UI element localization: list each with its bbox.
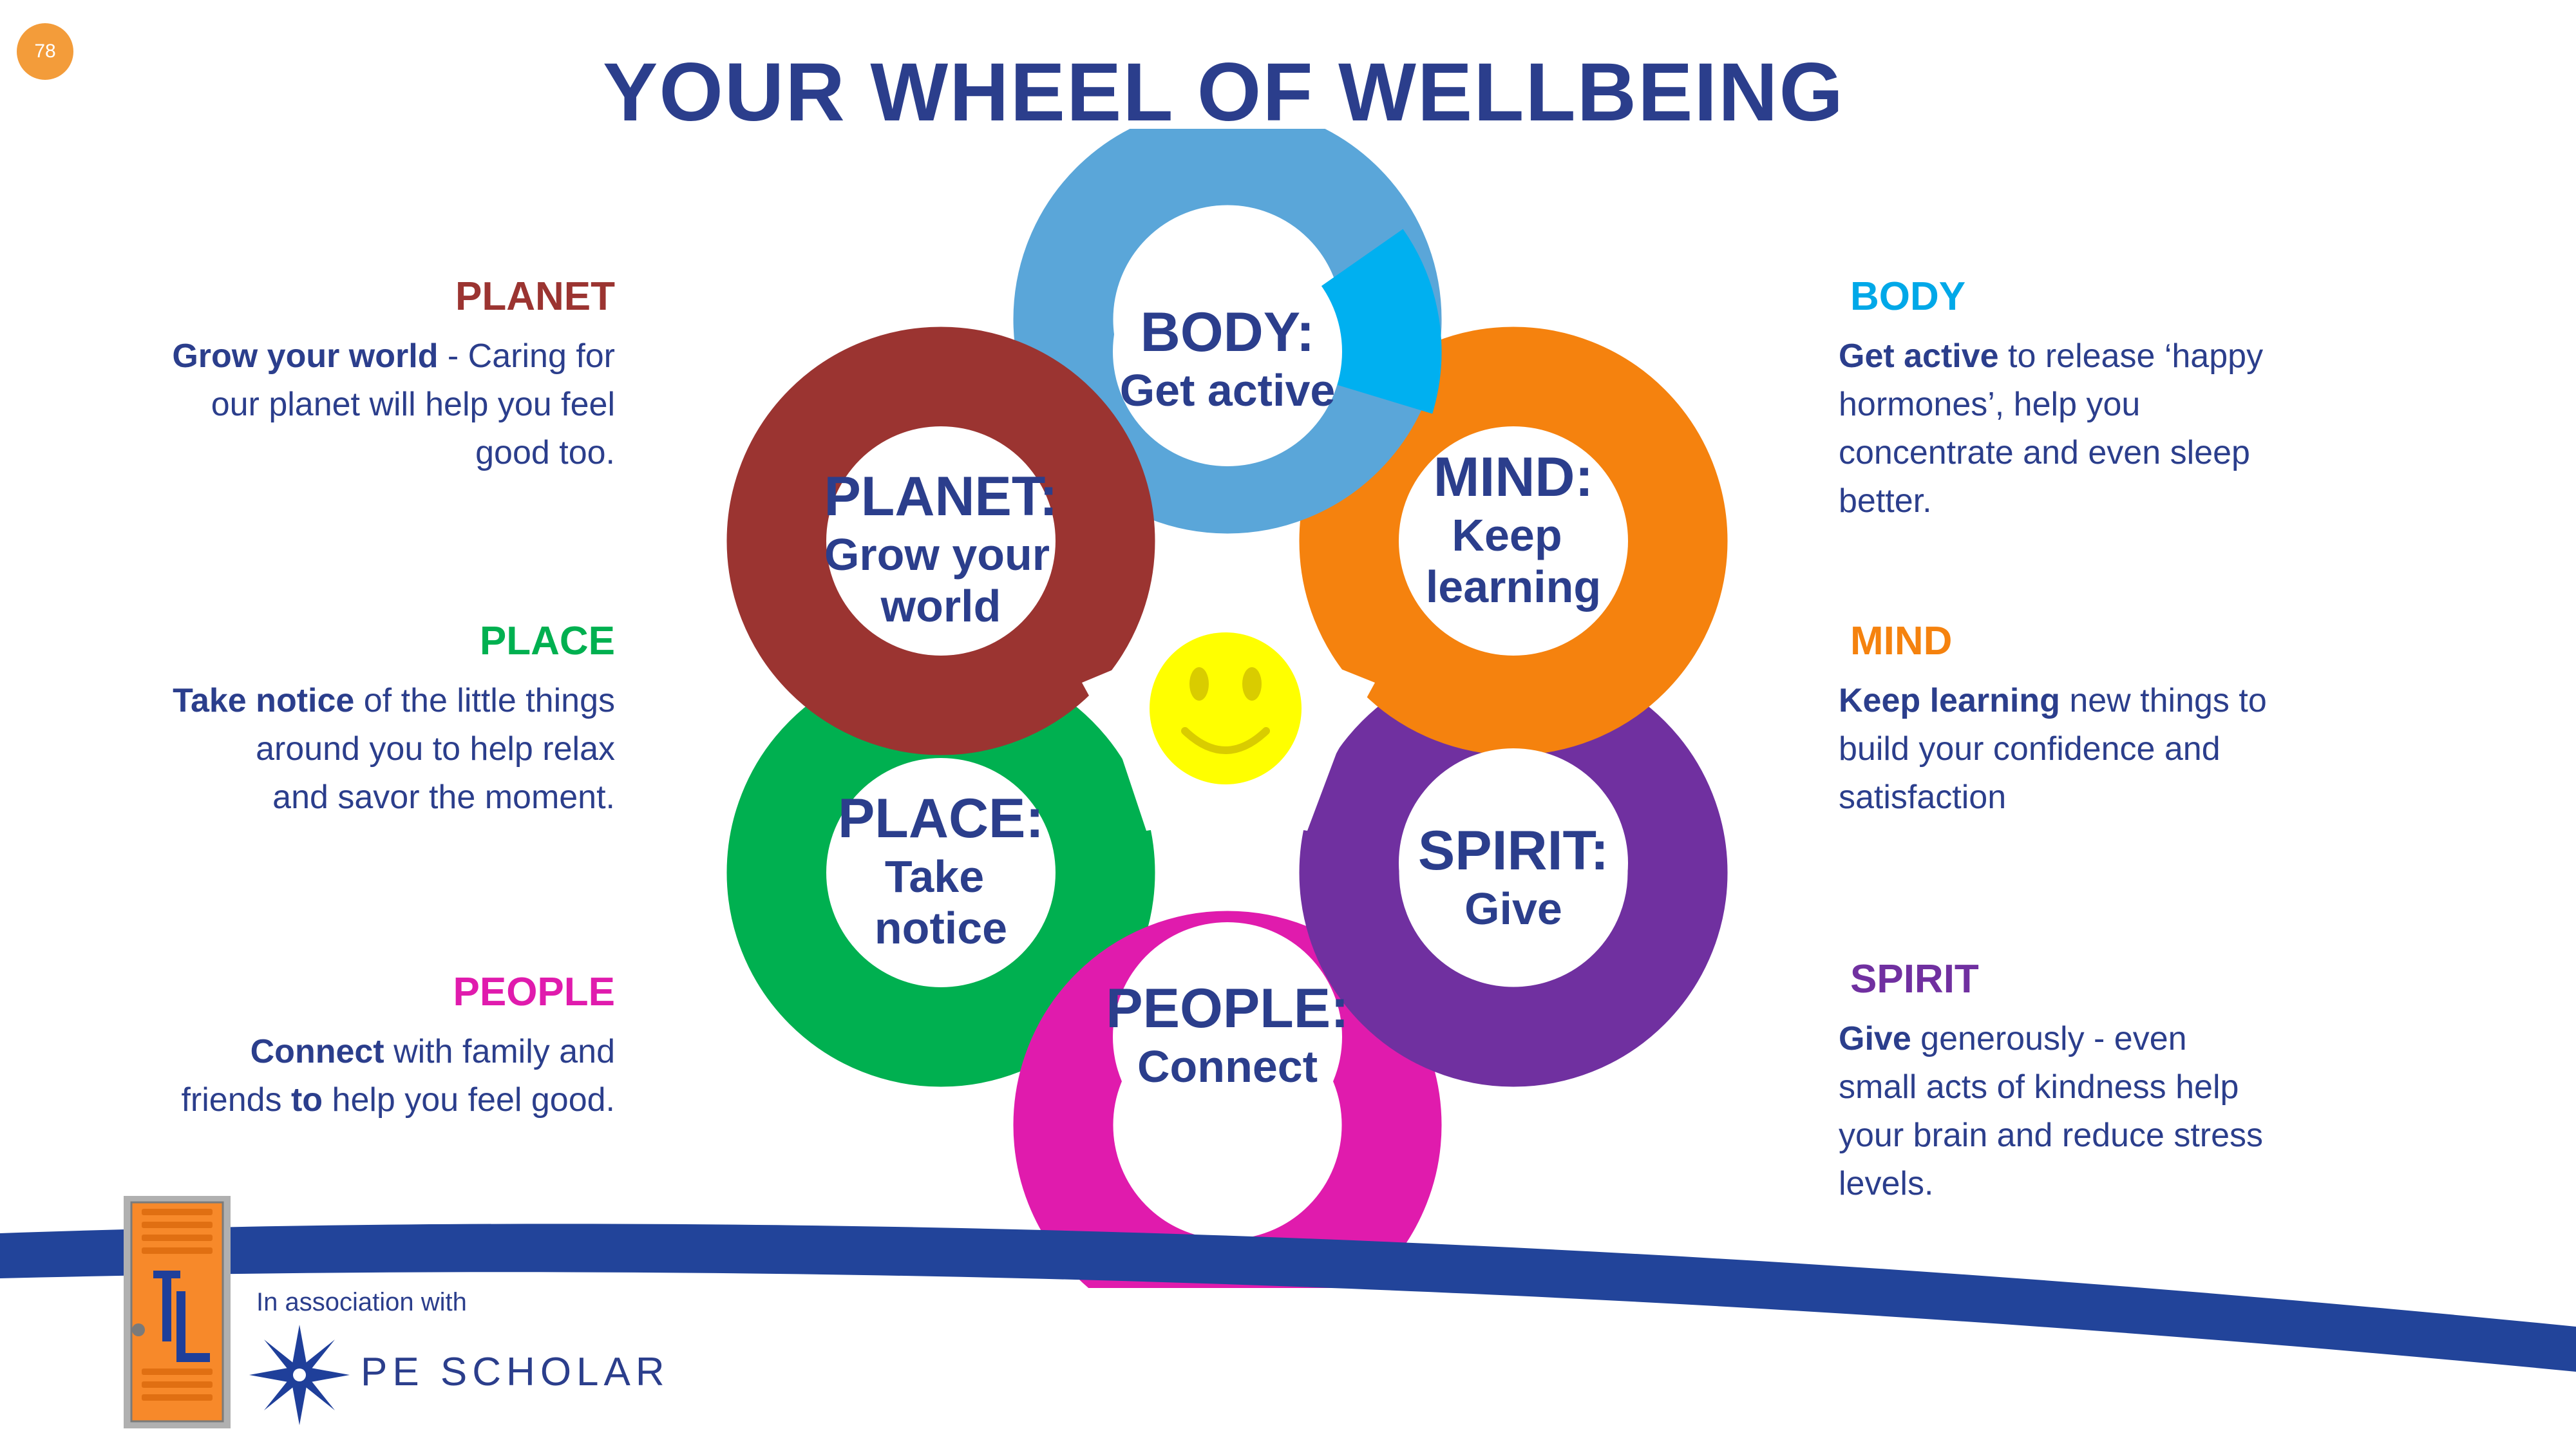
body-wheel-label: BODY: — [1141, 301, 1315, 363]
body-line: concentrate and even sleep — [1839, 434, 2250, 471]
planet-line: our planet will help you feel — [211, 386, 615, 423]
people-wheel-sub: Connect — [1137, 1041, 1318, 1092]
place-disc — [826, 758, 1056, 987]
people-description: Connect with family and friends to help … — [35, 1028, 615, 1124]
people-section: PEOPLE Connect with family and friends t… — [35, 969, 615, 1124]
place-line: around you to help relax — [256, 730, 615, 768]
mind-section: MIND Keep learning new things to build y… — [1839, 618, 2418, 822]
mind-line: new things to — [2060, 682, 2267, 719]
people-bold-2: to — [290, 1081, 323, 1119]
place-wheel-sub-2: notice — [875, 903, 1007, 953]
compass-star-icon — [249, 1325, 350, 1425]
planet-wheel-sub-2: world — [880, 581, 1001, 631]
mind-ring — [1299, 327, 1728, 755]
spirit-line: small acts of kindness help — [1839, 1068, 2239, 1106]
place-line: and savor the moment. — [272, 779, 615, 816]
planet-wheel-label: PLANET: — [824, 466, 1057, 527]
people-heading: PEOPLE — [453, 970, 615, 1014]
people-wheel-label: PEOPLE: — [1106, 978, 1349, 1039]
body-heading: BODY — [1850, 274, 1966, 319]
planet-line: good too. — [475, 434, 615, 471]
place-wheel-sub: Take — [885, 851, 984, 902]
locker-logo-icon — [124, 1196, 231, 1428]
mind-wheel-sub-2: learning — [1426, 562, 1601, 612]
page-title: YOUR WHEEL OF WELLBEING — [602, 46, 1845, 138]
spirit-bold: Give — [1839, 1020, 1911, 1057]
footer-wave — [0, 1224, 2576, 1372]
spirit-wheel-sub: Give — [1464, 884, 1562, 934]
spirit-line: levels. — [1839, 1165, 1934, 1202]
spirit-section: SPIRIT Give generously - even small acts… — [1839, 956, 2418, 1208]
planet-wheel-sub: Grow your — [824, 529, 1050, 580]
place-description: Take notice of the little things around … — [35, 677, 615, 822]
people-line: with family and — [384, 1033, 615, 1070]
people-bold: Connect — [250, 1033, 384, 1070]
mind-wheel-label: MIND: — [1434, 446, 1593, 508]
place-line: of the little things — [354, 682, 615, 719]
spirit-description: Give generously - even small acts of kin… — [1839, 1015, 2418, 1208]
body-section: BODY Get active to release ‘happy hormon… — [1839, 274, 2418, 526]
planet-ring — [726, 327, 1155, 755]
body-wheel-sub: Get active — [1120, 365, 1336, 415]
body-disc — [1113, 237, 1342, 466]
body-line: hormones’, help you — [1839, 386, 2141, 423]
planet-description: Grow your world - Caring for our planet … — [35, 332, 615, 477]
body-line: better. — [1839, 482, 1932, 520]
planet-line: - Caring for — [447, 337, 615, 375]
mind-bold: Keep learning — [1839, 682, 2060, 719]
place-bold: Take notice — [173, 682, 355, 719]
association-text: In association with — [256, 1288, 467, 1316]
people-line: friends — [181, 1081, 291, 1119]
mind-description: Keep learning new things to build your c… — [1839, 677, 2418, 822]
people-disc — [1113, 922, 1342, 1151]
spirit-disc — [1399, 748, 1628, 978]
spirit-heading: SPIRIT — [1850, 957, 1979, 1001]
pe-scholar-logo-text: PE SCHOLAR — [361, 1350, 670, 1394]
wellbeing-wheel: BODY: Get active MIND: Keep learning SPI… — [726, 129, 1728, 1288]
planet-section: PLANET Grow your world - Caring for our … — [35, 274, 615, 477]
mind-line: satisfaction — [1839, 779, 2007, 816]
planet-bold: Grow your world — [172, 337, 439, 375]
body-bold: Get active — [1839, 337, 1999, 375]
spirit-wheel-label: SPIRIT: — [1418, 820, 1609, 882]
mind-heading: MIND — [1850, 619, 1953, 663]
place-wheel-label: PLACE: — [838, 788, 1044, 849]
mind-disc — [1399, 426, 1628, 656]
smiley-face-icon — [1150, 632, 1302, 784]
body-ring-accent — [1320, 229, 1442, 414]
body-description: Get active to release ‘happy hormones’, … — [1839, 332, 2418, 526]
mind-wheel-sub: Keep — [1452, 510, 1562, 560]
place-section: PLACE Take notice of the little things a… — [35, 618, 615, 822]
spirit-line: generously - even — [1911, 1020, 2187, 1057]
body-line: to release ‘happy — [1998, 337, 2264, 375]
spirit-line: your brain and reduce stress — [1839, 1117, 2264, 1154]
planet-heading: PLANET — [455, 274, 615, 319]
mind-line: build your confidence and — [1839, 730, 2221, 768]
place-heading: PLACE — [479, 619, 615, 663]
planet-disc — [826, 426, 1056, 656]
page-number-badge: 78 — [17, 23, 73, 80]
people-line: help you feel good. — [323, 1081, 615, 1119]
